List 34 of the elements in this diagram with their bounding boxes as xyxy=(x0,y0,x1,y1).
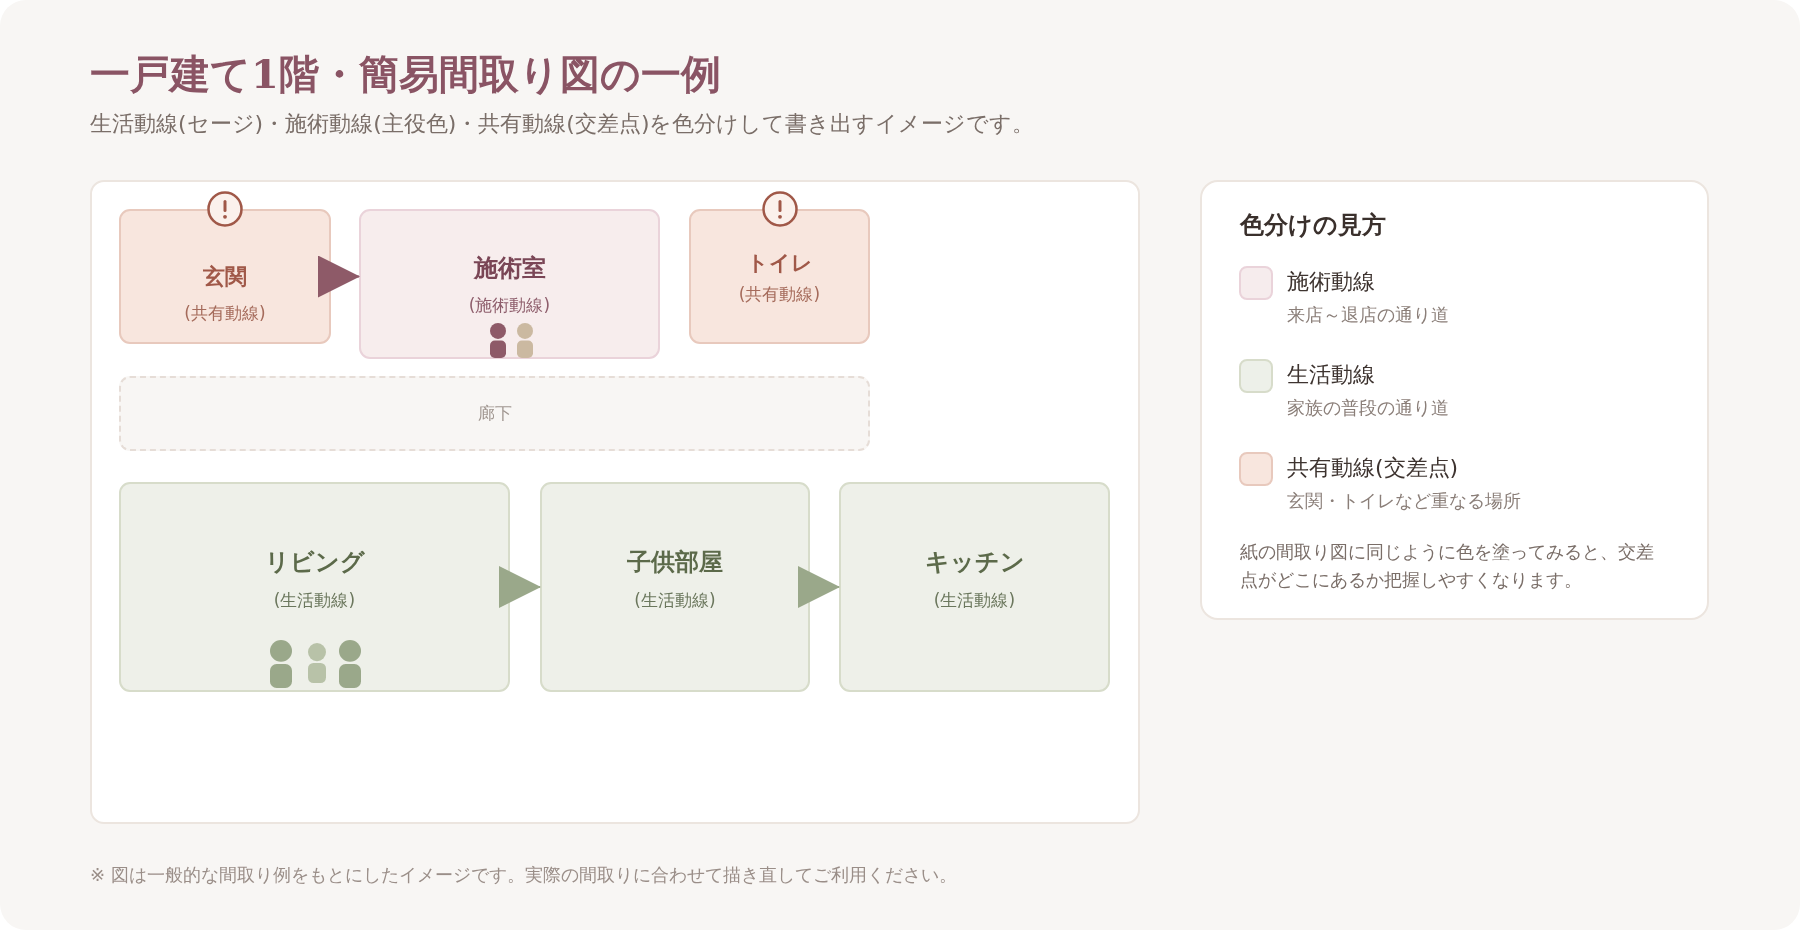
flow-type-label: (生活動線) xyxy=(634,589,716,612)
legend-description: 来店～退店の通り道 xyxy=(1287,303,1449,327)
note-text: 紙の間取り図に同じように色を塗ってみると、交差点がどこにあるか把握しやすくなります。 xyxy=(1240,540,1655,592)
arrow xyxy=(499,566,541,608)
room-name: トイレ xyxy=(746,250,813,277)
room-box xyxy=(359,209,660,359)
flow-type-label: (施術動線) xyxy=(468,294,551,317)
arrow xyxy=(798,566,840,608)
flow-type-label: (生活動線) xyxy=(273,589,356,612)
page-title: 一戸建て1階・簡易間取り図の一例 xyxy=(90,49,721,99)
subtitle: 生活動線(セージ)・施術動線(主役色)・共有動線(交差点)を色分けして書き出すイメージです。 xyxy=(90,110,1035,138)
footnote: ※ 図は一般的な間取り例をもとにしたイメージです。実際の間取りに合わせて描き直してご利用ください。 xyxy=(90,863,957,887)
flow-type-label: (生活動線) xyxy=(933,589,1016,612)
legend-description: 家族の普段の通り道 xyxy=(1287,396,1449,420)
room-box xyxy=(540,482,810,692)
flow-type-label: (共有動線) xyxy=(738,283,821,306)
arrow xyxy=(318,255,360,298)
room-name: リビング xyxy=(264,547,365,578)
room-name: 子供部屋 xyxy=(627,547,723,578)
legend-heading: 色分けの見方 xyxy=(1240,210,1386,241)
legend-label: 共有動線(交差点) xyxy=(1287,454,1459,482)
room-name: 施術室 xyxy=(473,253,546,284)
room-name: 廊下 xyxy=(477,402,512,425)
room-box xyxy=(119,209,331,344)
hallway-box xyxy=(119,376,870,451)
room-box xyxy=(689,209,870,344)
room-name: 玄関 xyxy=(203,263,247,291)
legend-label: 施術動線 xyxy=(1287,268,1375,296)
room-box xyxy=(119,482,510,692)
legend-description: 玄関・トイレなど重なる場所 xyxy=(1287,489,1521,513)
legend-label: 生活動線 xyxy=(1287,361,1375,389)
flow-type-label: (共有動線) xyxy=(184,301,266,324)
room-box xyxy=(839,482,1110,692)
room-name: キッチン xyxy=(924,547,1025,578)
